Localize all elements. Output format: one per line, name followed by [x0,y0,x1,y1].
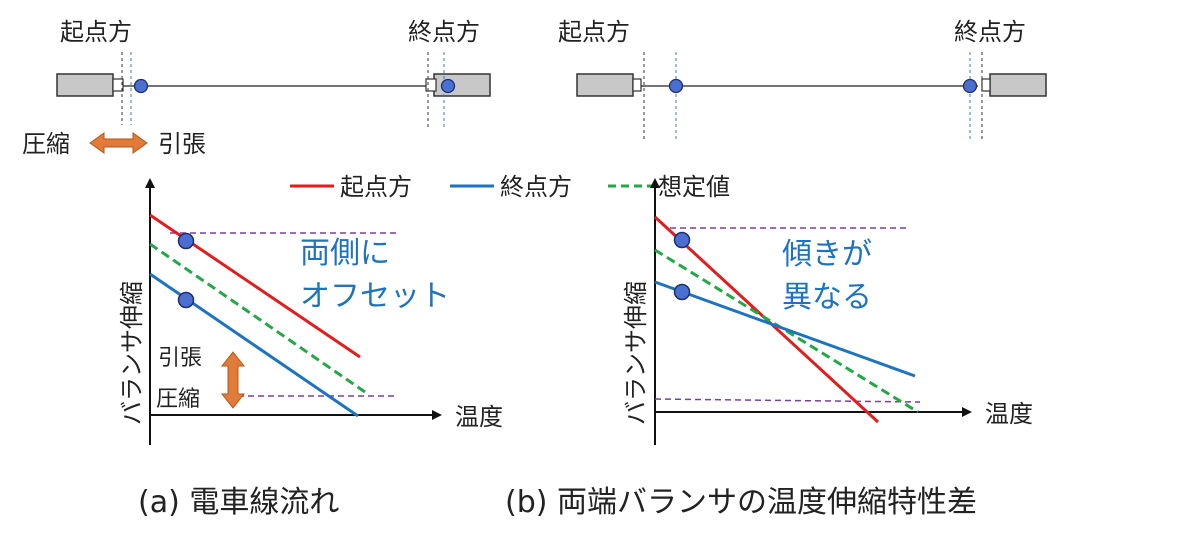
end-side-label-b: 終点方 [954,18,1026,46]
chart-b-start-point [673,231,691,249]
chart-a-end-point [177,291,195,309]
legend-label-assumed: 想定値 [658,173,730,201]
start-marker-a [133,78,149,94]
chart-b-caption: (b) 両端バランサの温度伸縮特性差 [505,485,977,520]
start-balancer-rod-b [632,78,642,92]
chart-a-annotation-2: オフセット [300,279,450,314]
chart-a-annotation-1: 両側に [300,236,390,271]
legend-label-end: 終点方 [500,173,572,201]
chart-a-x-label: 温度 [455,403,503,431]
chart-a-start-point [177,232,195,250]
start-side-label-a: 起点方 [60,18,132,46]
start-balancer-b [576,73,634,97]
legend-label-start: 起点方 [340,173,412,201]
double-arrow-icon-vertical [220,351,246,409]
chart-a-assumed-line [149,242,366,394]
wire-diagram-a: 起点方 終点方 圧縮 引張 [22,18,491,158]
start-marker-b [668,78,684,94]
end-side-label-a: 終点方 [408,18,480,46]
chart-b-end-line [654,280,916,378]
tension-label-top: 引張 [158,130,206,158]
wire-diagram-b: 起点方 終点方 [558,18,1047,140]
end-marker-a [440,78,456,94]
chart-b: 温度 バランサ伸縮 傾きが 異なる (b) 両端バランサの温度伸縮特性差 [505,178,1033,520]
double-arrow-icon-top [89,132,148,154]
end-balancer-b [989,73,1047,97]
chart-b-annotation-2: 異なる [782,280,872,315]
chart-a: 温度 バランサ伸縮 両側に オフセット 引張 圧縮 (a) 電車線流れ [118,178,503,520]
chart-b-end-point [673,283,691,301]
compress-label-top: 圧縮 [22,130,70,158]
start-balancer-a [56,73,114,97]
end-balancer-rod-a [425,78,437,92]
legend: 起点方 終点方 想定値 [290,173,730,201]
chart-a-tension-label: 引張 [158,346,202,371]
chart-b-y-label: バランサ伸縮 [622,281,650,425]
start-balancer-rod-a [112,78,124,92]
chart-a-caption: (a) 電車線流れ [138,485,339,520]
chart-a-y-label: バランサ伸縮 [118,281,146,425]
chart-b-x-label: 温度 [985,400,1033,428]
end-balancer-rod-b [981,78,991,92]
chart-a-compress-label: 圧縮 [156,387,200,412]
start-side-label-b: 起点方 [558,18,630,46]
end-marker-b [962,78,978,94]
chart-b-annotation-1: 傾きが [782,237,872,272]
chart-b-lower-limit [654,398,921,403]
